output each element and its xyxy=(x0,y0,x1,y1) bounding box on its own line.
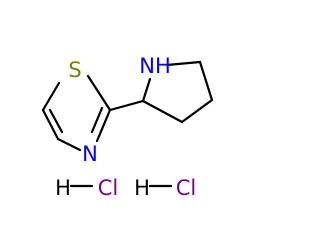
bond-s-c5 xyxy=(41,81,61,112)
atom-nitrogen-thiazole: N xyxy=(82,142,98,166)
bond-c2p-n xyxy=(141,77,152,103)
bond-n3-c2 xyxy=(95,108,112,143)
bond-c3p-c2p xyxy=(141,99,184,124)
bond-c5-c4-inner xyxy=(48,108,64,134)
bond-n-c5p xyxy=(165,60,202,67)
thiazole-ring xyxy=(41,74,112,152)
pyrrolidine-ring xyxy=(141,60,214,124)
bond-n3-c2-inner xyxy=(90,106,104,134)
bond-thiazole-pyrrolidine xyxy=(108,99,145,112)
atom-nh-pyrrolidine: NH xyxy=(139,54,171,78)
atom-hydrogen-2: H xyxy=(134,176,150,200)
bond-c5p-c4p xyxy=(198,60,214,102)
atom-chlorine-2: Cl xyxy=(176,176,197,200)
bond-c4p-c3p xyxy=(180,98,214,124)
bond-c2-s xyxy=(86,74,112,112)
atom-hydrogen-1: H xyxy=(55,176,71,200)
bond-c4-n3 xyxy=(56,137,82,152)
atom-sulfur: S xyxy=(68,58,81,82)
bond-c5-c4 xyxy=(41,108,60,141)
chemical-structure: S N NH H Cl H Cl xyxy=(41,54,214,200)
atom-chlorine-1: Cl xyxy=(98,176,119,200)
